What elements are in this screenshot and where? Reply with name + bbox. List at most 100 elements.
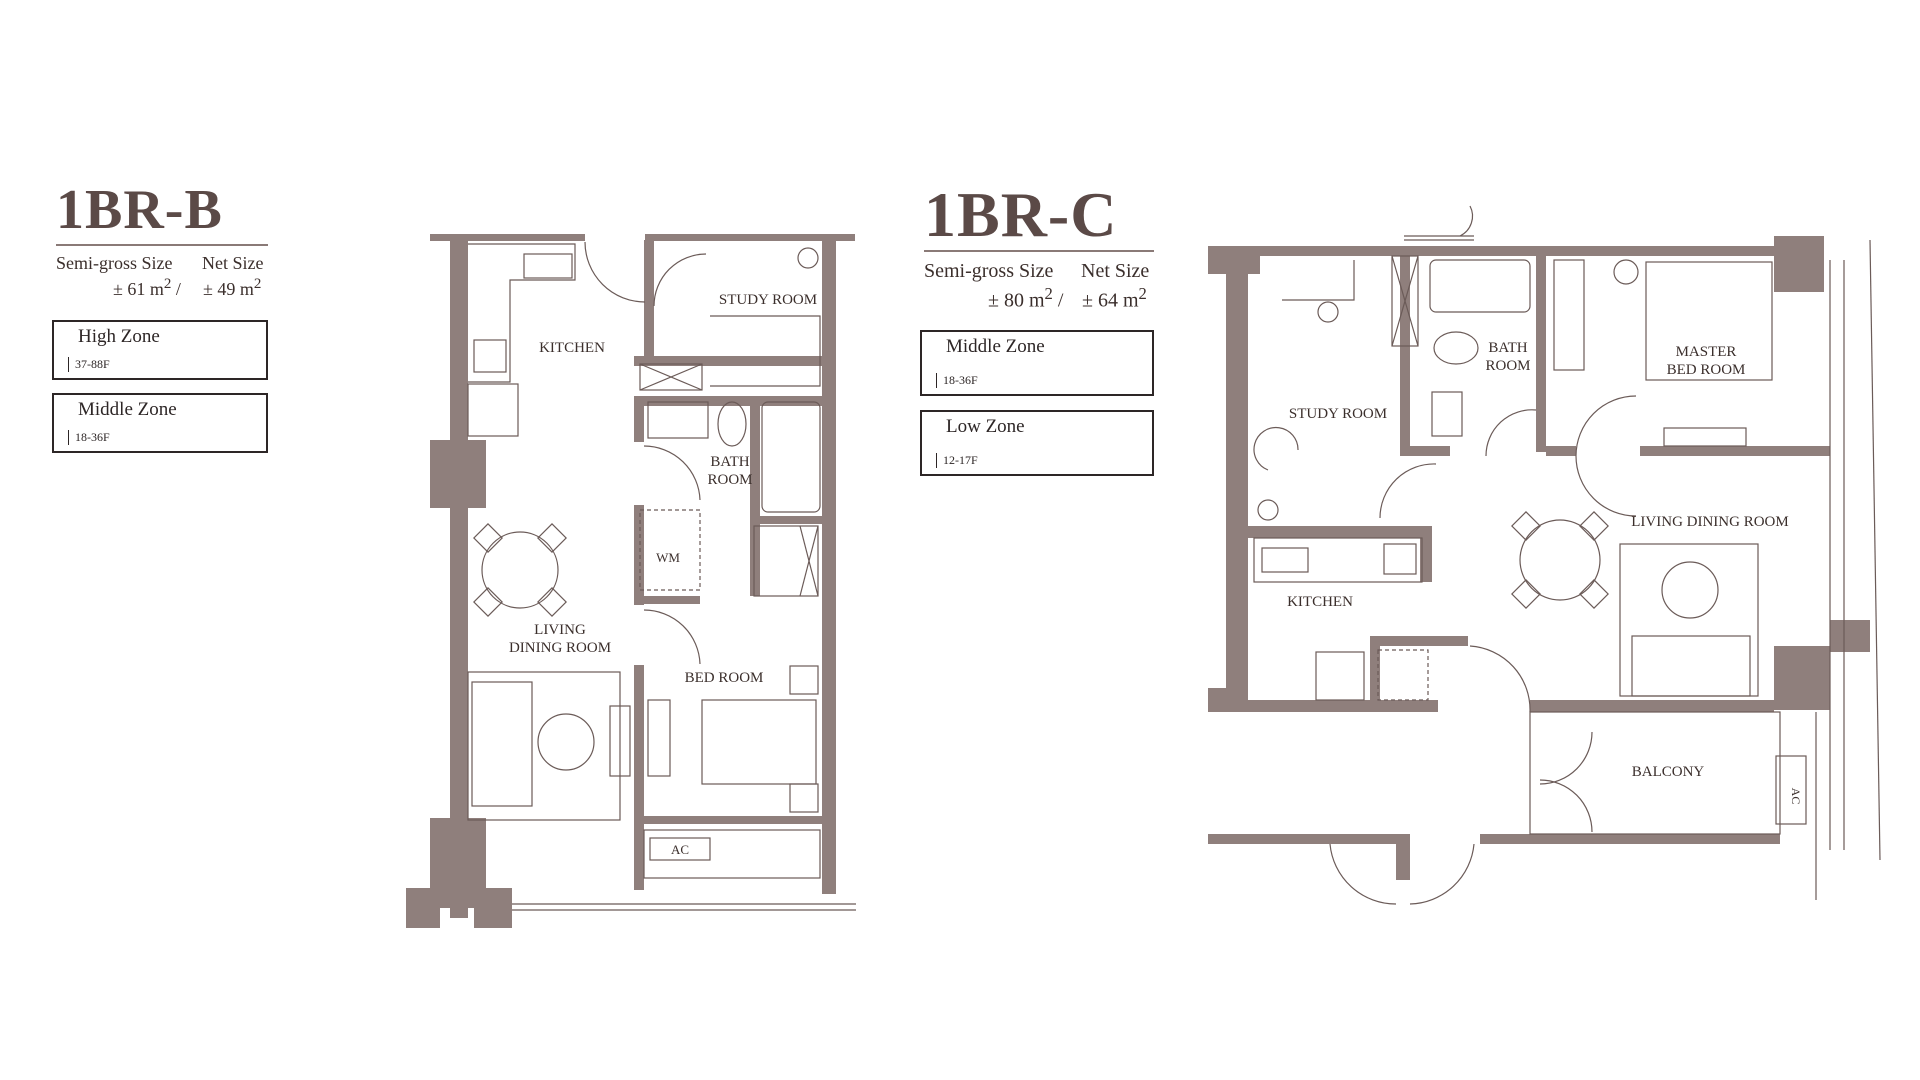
chair xyxy=(537,523,567,553)
room-label-bath-2: ROOM xyxy=(1485,358,1530,374)
bed xyxy=(1645,261,1773,381)
wall xyxy=(634,396,824,406)
door-swing xyxy=(1575,455,1637,517)
wall xyxy=(1396,834,1410,880)
wardrobe xyxy=(1553,259,1585,371)
chair xyxy=(1579,579,1609,609)
closet-x xyxy=(1391,255,1419,347)
chair xyxy=(1511,511,1541,541)
room-label-study: STUDY ROOM xyxy=(1289,406,1387,422)
zone-name: High Zone xyxy=(78,326,160,347)
shelf xyxy=(639,363,703,391)
ac-unit xyxy=(643,829,821,879)
wall xyxy=(1640,446,1830,456)
tv-unit xyxy=(609,705,631,777)
nightstand xyxy=(1613,259,1639,285)
room-label-living-1: LIVING xyxy=(534,622,586,638)
unit-1br-c-net-value: ± 64 m2 xyxy=(1082,284,1147,313)
door-swing xyxy=(1329,843,1397,905)
wall xyxy=(474,888,512,928)
zone-floors: 18-36F xyxy=(68,430,110,445)
zone-name: Middle Zone xyxy=(946,336,1045,357)
wall xyxy=(1530,700,1774,712)
wall xyxy=(1400,446,1450,456)
study-desk xyxy=(1282,260,1355,301)
stove xyxy=(523,253,573,279)
wall xyxy=(634,505,644,605)
wardrobe xyxy=(753,525,819,597)
wall xyxy=(1370,636,1380,712)
superscript: 2 xyxy=(1138,284,1147,303)
room-label-balcony: BALCONY xyxy=(1632,764,1705,780)
door-swing xyxy=(1575,395,1637,457)
wall xyxy=(1774,236,1824,292)
window xyxy=(1869,239,1881,861)
wall xyxy=(644,596,700,604)
wall xyxy=(430,440,486,508)
zone-floors: 18-36F xyxy=(936,373,978,388)
bathtub xyxy=(1429,259,1531,313)
plan-1br-b xyxy=(406,232,856,928)
wall xyxy=(1774,646,1830,710)
plan-1br-c-labels: STUDY ROOM BATH ROOM MASTER BED ROOM LIV… xyxy=(1287,340,1803,804)
unit-1br-c-rule xyxy=(924,250,1154,252)
zone-box-middle: Middle Zone 18-36F xyxy=(52,393,268,453)
unit-1br-c-semi-gross-value: ± 80 m2 / xyxy=(988,284,1063,313)
zone-box-high: High Zone 37-88F xyxy=(52,320,268,380)
stove xyxy=(1261,547,1309,573)
ac-label-box xyxy=(649,837,711,861)
kitchen-counter xyxy=(1253,537,1423,583)
door-swing xyxy=(643,445,701,501)
zone-floors: 12-17F xyxy=(936,453,978,468)
wall xyxy=(1830,620,1870,652)
net-value-text: ± 64 m xyxy=(1082,289,1139,312)
separator: / xyxy=(175,279,181,299)
bathtub xyxy=(761,401,821,513)
kitchen-appliance xyxy=(1315,651,1365,701)
wall xyxy=(1536,256,1546,452)
sink xyxy=(1383,543,1417,575)
room-label-living-2: DINING ROOM xyxy=(509,640,611,656)
wall xyxy=(1248,700,1438,712)
door-swing xyxy=(584,241,646,303)
study-desk xyxy=(710,315,821,387)
unit-1br-c-semi-gross-label: Semi-gross Size xyxy=(924,260,1054,282)
wall xyxy=(644,240,654,360)
semi-gross-value-text: ± 61 m xyxy=(113,279,164,299)
wall xyxy=(450,234,468,918)
door-swing xyxy=(643,609,701,665)
room-label-kitchen: KITCHEN xyxy=(1287,594,1353,610)
dining-table xyxy=(481,531,559,609)
wardrobe-x xyxy=(799,525,819,597)
zone-name: Low Zone xyxy=(946,416,1025,437)
superscript: 2 xyxy=(163,276,172,292)
wall xyxy=(1546,446,1576,456)
tv-unit xyxy=(1663,427,1747,447)
wall xyxy=(1226,246,1248,712)
study-chair xyxy=(1253,426,1299,471)
room-label-bath-1: BATH xyxy=(1488,340,1527,356)
unit-1br-b-semi-gross-label: Semi-gross Size xyxy=(56,253,173,273)
plan-1br-b-labels: KITCHEN STUDY ROOM BATH ROOM WM LIVING D… xyxy=(509,292,817,857)
wall xyxy=(822,234,836,894)
shelf-x xyxy=(639,363,703,391)
wall xyxy=(1248,526,1432,538)
wall xyxy=(1370,636,1468,646)
plan-1br-c xyxy=(1208,205,1881,905)
door-gap xyxy=(585,232,645,242)
balcony-area xyxy=(1529,711,1781,835)
room-label-ac: AC xyxy=(1789,788,1803,805)
chair xyxy=(473,523,503,553)
zone-box-middle: Middle Zone 18-36F xyxy=(920,330,1154,396)
door-swing-top xyxy=(1459,205,1474,237)
wm-box xyxy=(1377,649,1429,701)
unit-1br-b-net-label: Net Size xyxy=(202,253,264,273)
unit-1br-b-semi-gross-value: ± 61 m2 / xyxy=(113,276,181,300)
wall xyxy=(1208,688,1248,712)
wall xyxy=(1480,834,1780,844)
room-label-study: STUDY ROOM xyxy=(719,292,817,308)
vanity xyxy=(647,401,709,439)
room-label-bath-2: ROOM xyxy=(707,472,752,488)
unit-1br-b-net-value: ± 49 m2 xyxy=(203,276,261,300)
vanity xyxy=(1431,391,1463,437)
